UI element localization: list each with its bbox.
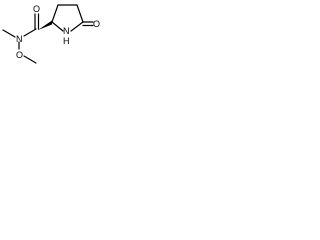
atom-ring-hydrogen: H (63, 36, 70, 46)
molecule-structure: N O O N H O (2, 4, 100, 64)
atom-amide-nitrogen: N (16, 34, 23, 44)
atom-ring-nitrogen: N (63, 26, 70, 36)
bond-methyl-amide-n (2, 29, 16, 38)
bond-ring-n1-c2 (51, 21, 64, 32)
molecule-diagram: N O O N H O (0, 0, 103, 67)
bond-methoxy-o-methyl (23, 55, 37, 64)
stereo-wedge-bond (38, 20, 52, 30)
atom-methoxy-oxygen: O (16, 50, 23, 60)
bond-ring-c5-n1 (70, 21, 84, 32)
atom-carbonyl-oxygen: O (33, 4, 40, 14)
bond-ring-c2-c3 (51, 4, 59, 23)
bond-ring-c4-c5 (76, 4, 84, 23)
atom-lactam-oxygen: O (93, 19, 100, 29)
bond-amide-n-carbonyl-c (23, 28, 37, 37)
